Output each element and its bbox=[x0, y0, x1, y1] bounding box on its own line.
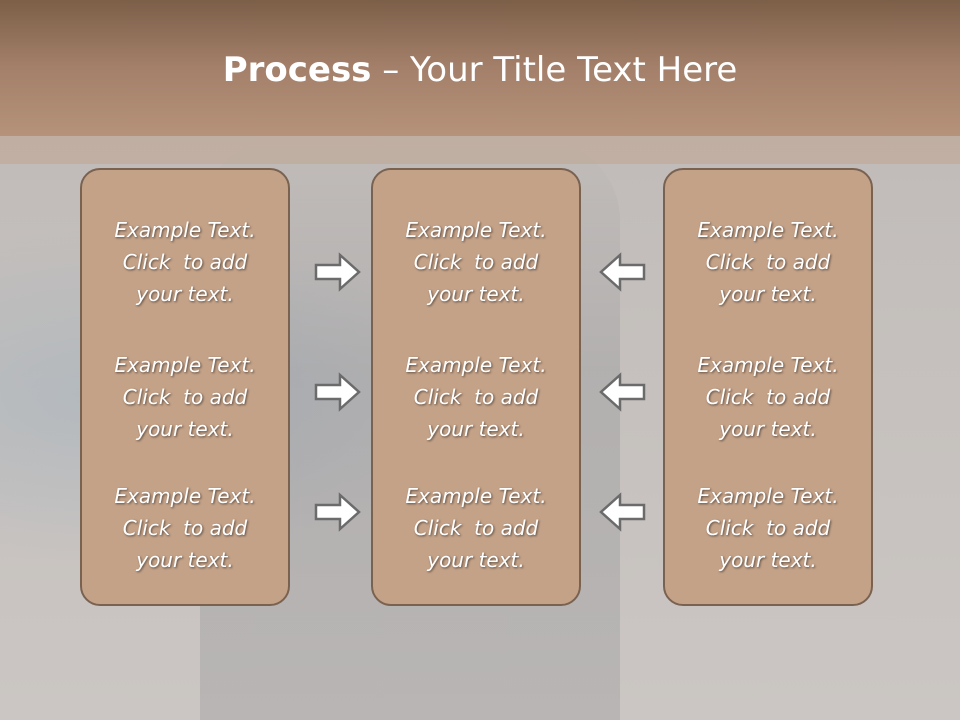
process-panel-left[interactable]: Example Text. Click to add your text. Ex… bbox=[80, 168, 290, 606]
arrow-left-icon bbox=[599, 492, 646, 532]
arrow-right-icon bbox=[314, 372, 361, 412]
arrow-left-icon bbox=[599, 252, 646, 292]
placeholder-line: your text. bbox=[427, 282, 525, 306]
title-bar-strip bbox=[0, 136, 960, 164]
placeholder-line: your text. bbox=[427, 548, 525, 572]
placeholder-line: Example Text. bbox=[405, 484, 547, 508]
text-placeholder[interactable]: Example Text. Click to add your text. bbox=[373, 349, 579, 445]
placeholder-line: your text. bbox=[136, 282, 234, 306]
text-placeholder[interactable]: Example Text. Click to add your text. bbox=[665, 214, 871, 310]
placeholder-line: Click to add bbox=[122, 250, 248, 274]
title-bold: Process bbox=[222, 50, 372, 90]
process-panel-center[interactable]: Example Text. Click to add your text. Ex… bbox=[371, 168, 581, 606]
placeholder-line: your text. bbox=[136, 548, 234, 572]
placeholder-line: Example Text. bbox=[114, 484, 256, 508]
placeholder-line: your text. bbox=[136, 417, 234, 441]
placeholder-line: your text. bbox=[427, 417, 525, 441]
text-placeholder[interactable]: Example Text. Click to add your text. bbox=[82, 349, 288, 445]
placeholder-line: Click to add bbox=[705, 250, 831, 274]
title-bar bbox=[0, 0, 960, 136]
placeholder-line: Example Text. bbox=[405, 218, 547, 242]
placeholder-line: Click to add bbox=[413, 385, 539, 409]
placeholder-line: Click to add bbox=[705, 516, 831, 540]
placeholder-line: your text. bbox=[719, 548, 817, 572]
arrow-right-icon bbox=[314, 252, 361, 292]
placeholder-line: Example Text. bbox=[697, 353, 839, 377]
placeholder-line: Example Text. bbox=[405, 353, 547, 377]
text-placeholder[interactable]: Example Text. Click to add your text. bbox=[82, 480, 288, 576]
text-placeholder[interactable]: Example Text. Click to add your text. bbox=[373, 214, 579, 310]
process-panel-right[interactable]: Example Text. Click to add your text. Ex… bbox=[663, 168, 873, 606]
placeholder-line: Click to add bbox=[705, 385, 831, 409]
placeholder-line: your text. bbox=[719, 282, 817, 306]
placeholder-line: Click to add bbox=[413, 250, 539, 274]
text-placeholder[interactable]: Example Text. Click to add your text. bbox=[373, 480, 579, 576]
placeholder-line: Click to add bbox=[122, 385, 248, 409]
text-placeholder[interactable]: Example Text. Click to add your text. bbox=[665, 480, 871, 576]
placeholder-line: Example Text. bbox=[114, 218, 256, 242]
placeholder-line: Click to add bbox=[413, 516, 539, 540]
placeholder-line: Example Text. bbox=[697, 218, 839, 242]
text-placeholder[interactable]: Example Text. Click to add your text. bbox=[82, 214, 288, 310]
arrow-right-icon bbox=[314, 492, 361, 532]
placeholder-line: your text. bbox=[719, 417, 817, 441]
placeholder-line: Example Text. bbox=[697, 484, 839, 508]
placeholder-line: Click to add bbox=[122, 516, 248, 540]
placeholder-line: Example Text. bbox=[114, 353, 256, 377]
title-rest: – Your Title Text Here bbox=[371, 50, 738, 90]
slide-title[interactable]: Process – Your Title Text Here bbox=[0, 50, 960, 90]
arrow-left-icon bbox=[599, 372, 646, 412]
text-placeholder[interactable]: Example Text. Click to add your text. bbox=[665, 349, 871, 445]
